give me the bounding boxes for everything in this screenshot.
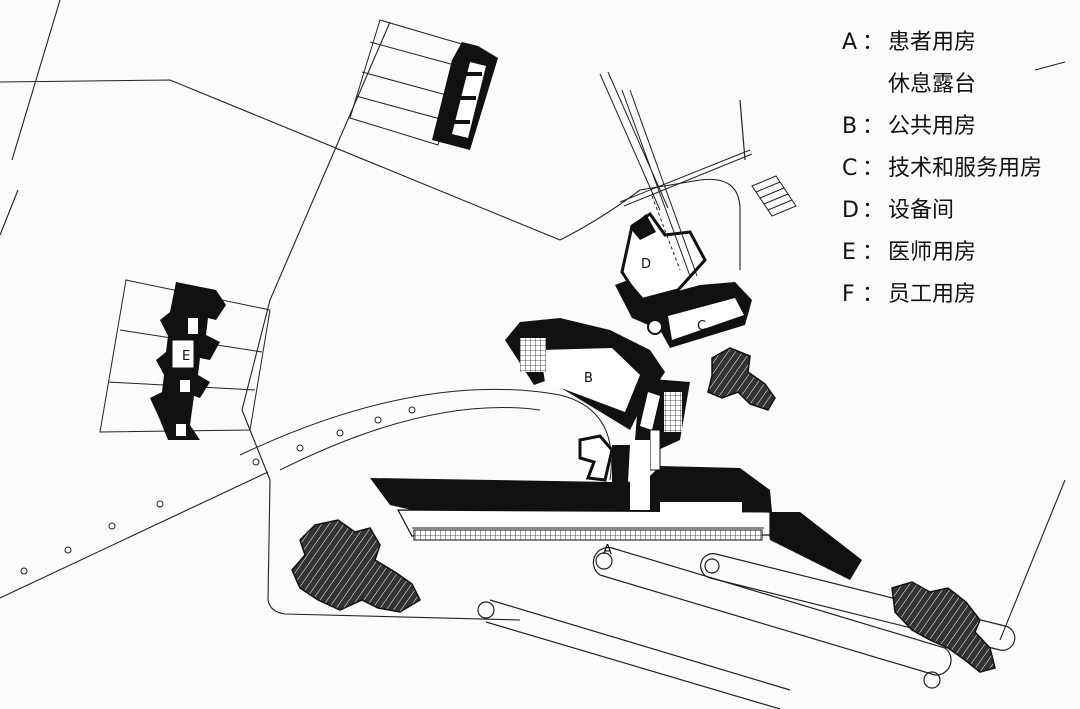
- building-f: [349, 19, 498, 150]
- legend-key: A: [842, 30, 858, 55]
- legend-label: 员工用房: [888, 282, 977, 307]
- legend-item-f: F ：员工用房: [842, 274, 1042, 316]
- building-a: [370, 429, 862, 580]
- building-b: [505, 318, 690, 450]
- tree-1: [291, 519, 421, 613]
- legend-label: 医师用房: [888, 240, 977, 265]
- parking-loops: [477, 99, 1016, 709]
- legend: A：患者用房 休息露台 B：公共用房 C：技术和服务用房 D：设备间 E：医师用…: [842, 22, 1042, 316]
- legend-key: B: [842, 114, 858, 139]
- building-cd: [599, 71, 797, 348]
- driveway: [239, 388, 612, 481]
- building-e: [99, 279, 271, 440]
- tree-3: [891, 581, 996, 673]
- stair-element: [751, 175, 797, 217]
- plan-label-b: B: [584, 371, 593, 386]
- legend-label: 设备间: [888, 198, 955, 223]
- legend-item-e: E：医师用房: [842, 232, 1042, 274]
- legend-item-c: C：技术和服务用房: [842, 148, 1042, 190]
- legend-label: 技术和服务用房: [888, 156, 1043, 181]
- legend-label: 患者用房: [888, 30, 977, 55]
- legend-label: 公共用房: [888, 114, 977, 139]
- plan-label-c: C: [697, 319, 706, 334]
- legend-item-a-terrace: 休息露台: [842, 64, 1042, 106]
- legend-label: 休息露台: [888, 72, 977, 97]
- trees: [291, 347, 996, 673]
- legend-sep: ：: [862, 198, 885, 223]
- tree-2: [707, 347, 776, 411]
- legend-item-b: B：公共用房: [842, 106, 1042, 148]
- legend-key: C: [842, 156, 858, 181]
- plan-label-a: A: [603, 543, 612, 558]
- plan-label-f: F: [478, 97, 485, 112]
- plan-label-d: D: [641, 257, 651, 272]
- legend-key: E: [842, 240, 856, 265]
- site-boundary-lines: [0, 0, 1066, 641]
- legend-sep: ：: [862, 30, 885, 55]
- bollards: [20, 406, 416, 575]
- legend-key: F: [842, 282, 855, 307]
- plan-label-e: E: [182, 349, 190, 364]
- legend-key: D: [842, 198, 859, 223]
- legend-sep: ：: [862, 282, 885, 307]
- legend-sep: ：: [862, 114, 885, 139]
- legend-item-a: A：患者用房: [842, 22, 1042, 64]
- legend-item-d: D：设备间: [842, 190, 1042, 232]
- legend-sep: ：: [862, 240, 885, 265]
- legend-sep: ：: [862, 156, 885, 181]
